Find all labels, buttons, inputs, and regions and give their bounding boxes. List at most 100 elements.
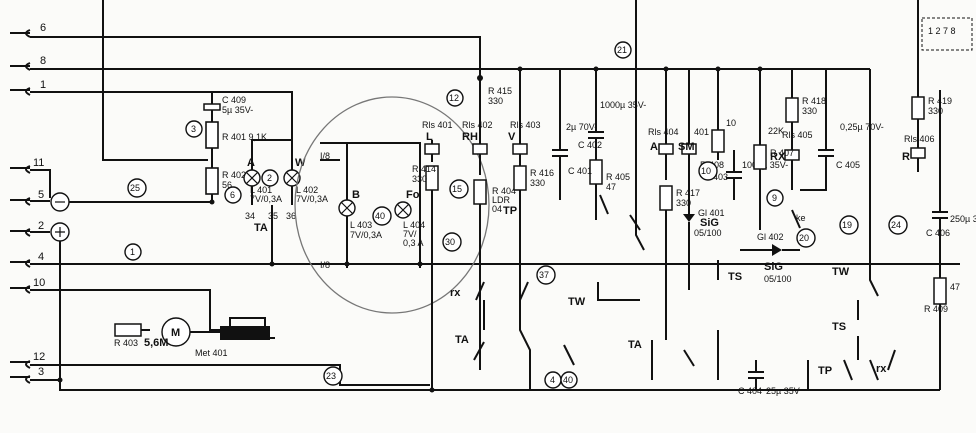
r405-label: R 405 [606,172,630,182]
r407-label: R 407 [770,148,794,158]
wire-3-label: 3 [38,366,44,378]
motor-m: M [171,327,180,339]
pencil-annotation-circle [294,96,490,314]
svg-text:15: 15 [452,184,462,194]
l404-label: L 404 [403,220,425,230]
rls401-relay [424,140,440,390]
rls402-relay [472,78,488,370]
sig2-value: 05/100 [764,274,792,284]
callout-25: 25 [127,178,147,198]
svg-text:4: 4 [550,375,555,385]
callout-4: 4 [544,371,562,389]
callout-23: 23 [323,366,343,386]
rls401-label: Rls 401 [422,120,453,130]
svg-text:3: 3 [191,124,196,134]
c402-label: C 402 [578,140,602,150]
c401-value: 2µ 70V- [566,122,597,132]
rls401-l: L [426,131,433,143]
svg-text:9: 9 [772,193,777,203]
callout-40: 40 [372,206,392,226]
callout-24: 24 [888,215,908,235]
lamp-fo [394,201,412,219]
c404-value: 25µ 35V [766,386,800,396]
pin-34: 34 [245,211,255,221]
l404-value2: 0,3 A [403,238,424,248]
r407-value: 22K [768,126,784,136]
r416-label: R 416 [530,168,554,178]
c404 [748,360,764,390]
pin-36: 36 [286,211,296,221]
callout-6: 6 [224,186,242,204]
rls403-v: V [508,131,516,143]
svg-text:6: 6 [230,190,235,200]
r402-label: R 402 [222,170,246,180]
lamp-a [243,169,261,187]
fo-letter: Fo [406,189,420,201]
callout-30: 30 [442,232,462,252]
lamp-b [338,199,356,217]
svg-text:10: 10 [701,166,711,176]
callout-1: 1 [124,243,142,261]
rls405-rx: RX [770,151,786,163]
tw1-label: TW [832,266,850,278]
svg-text:20: 20 [799,233,809,243]
rls403-relay [512,69,531,390]
rls402-rh: RH [462,131,478,143]
connector-pins: 1 2 7 8 [928,26,956,36]
pin-35: 35 [268,211,278,221]
ta-bottom-label: TA [628,339,642,351]
r419-value: 330 [928,106,943,116]
ts1-label: TS [728,271,742,283]
r404-label: R 404 [492,186,516,196]
l401-label: L 401 [250,185,272,195]
r407-rls405 [753,69,834,230]
gi402-diode [772,244,782,256]
terminal-hooks [25,29,31,384]
r402-value: 56 [222,180,232,190]
callout-20: 20 [796,228,816,248]
sig2-label: SiG [764,261,783,273]
callout-19: 19 [839,215,859,235]
r408-c403 [711,69,742,280]
wire-6-label: 6 [40,22,46,34]
rls404-label: Rls 404 [648,127,679,137]
lamp-b-letter: B [352,189,360,201]
callout-40b: 40 [560,371,578,389]
motor-assembly [114,317,275,347]
rls403-label: Rls 403 [510,120,541,130]
callout-9: 9 [766,189,784,207]
callout-21: 21 [614,41,632,59]
c401-label: C 401 [568,166,592,176]
rls404-a: A [650,141,658,153]
l403-label: L 403 [350,220,372,230]
rls404-sm401 [658,69,697,340]
callout-37: 37 [536,265,556,285]
rls405-label: Rls 405 [782,130,813,140]
connector-box [921,17,973,51]
wire-4-label: 4 [38,251,44,263]
svg-text:23: 23 [326,371,336,381]
r419-label: R 419 [928,96,952,106]
r409-value: 47 [950,282,960,292]
svg-text:12: 12 [449,93,459,103]
ts2-label: TS [832,321,846,333]
wire-5-label: 5 [38,189,44,201]
r408-value: 10 [726,118,736,128]
svg-text:21: 21 [617,45,627,55]
rx2-label: rx [876,363,887,375]
junction-dots [57,66,763,393]
rx-switch-label: rx [450,287,461,299]
c403-label: C 403 [704,172,728,182]
c405-value: 0,25µ 70V- [840,122,884,132]
svg-text:2: 2 [267,173,272,183]
c409-label: C 409 [222,95,246,105]
lamp-b-wiring [320,142,421,268]
r403-label: R 403 [114,338,138,348]
c406-value: 250µ 35V [950,214,976,224]
c409-r401-r402-branch [203,92,221,202]
gi401-label: Gl 401 [698,208,725,218]
i8-top: I/8 [320,151,330,161]
rls-sm: SM [678,141,695,153]
r417-label: R 417 [676,188,700,198]
